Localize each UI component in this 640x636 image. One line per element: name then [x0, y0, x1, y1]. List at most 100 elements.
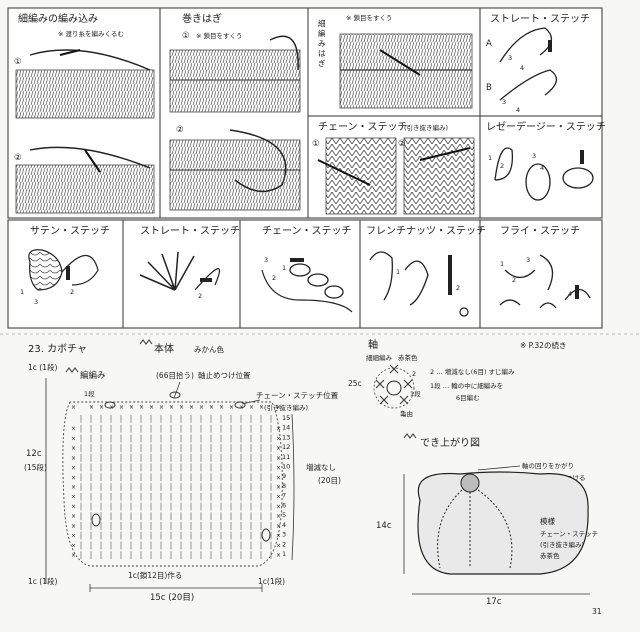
x-stitch-symbol: ×	[259, 404, 264, 411]
pumpkin-ribs	[437, 489, 513, 569]
x-stitch-symbol: ×	[159, 404, 164, 411]
crochet-swatch	[15, 164, 155, 214]
radiating-stitches	[139, 251, 195, 291]
x-stitch-symbol: ×	[119, 404, 124, 411]
step-number: 3	[508, 54, 512, 62]
row-label: 1	[282, 550, 286, 558]
hook-icon	[84, 149, 101, 173]
needle-icon	[575, 285, 579, 299]
x-stitch-symbol: ×	[71, 404, 76, 411]
hook-icon	[419, 147, 471, 161]
loop-path	[525, 163, 551, 201]
x-stitch-symbol: ×	[71, 465, 76, 472]
x-stitch-symbol: ×	[276, 542, 281, 549]
page-number: 31	[592, 607, 602, 616]
row-label: 8	[282, 482, 286, 490]
x-stitch-symbol: ×	[71, 503, 76, 510]
step-number: 4	[568, 290, 572, 298]
bottom-width: 15c (20目)	[150, 593, 194, 603]
step-number: 3	[526, 256, 530, 264]
x-stitch-symbol: ×	[276, 503, 281, 510]
step-1-marker: ①	[182, 31, 190, 41]
panel-title-char: み	[318, 39, 326, 48]
panel-title-char: は	[318, 49, 326, 58]
pattern-note-c: (引き抜き編み)	[540, 540, 584, 549]
panel-title: フレンチナッツ・ステッチ	[366, 225, 486, 237]
chain-position-sub: (引き抜き編み)	[264, 403, 308, 412]
row-label: 14	[282, 424, 290, 432]
panel-title-char: ぎ	[318, 58, 326, 68]
panel-french-knot: フレンチナッツ・ステッチ 1 2	[366, 225, 486, 317]
stem-attach: 亀由	[400, 409, 413, 418]
step-2-marker: ②	[14, 153, 22, 163]
stem-round-outline	[373, 367, 415, 409]
yarn-strand	[29, 146, 151, 169]
row-label: 3	[282, 531, 286, 539]
row-label: 15	[282, 414, 290, 422]
yarn-strand	[539, 254, 554, 291]
x-stitch-symbol: ×	[276, 404, 281, 411]
x-stitch-symbol: ×	[71, 552, 76, 559]
stem-icon	[460, 473, 480, 493]
step-number: 2	[272, 274, 276, 282]
row-label: 12	[282, 443, 290, 451]
x-stitch-symbol: ×	[139, 404, 144, 411]
step-number: 4	[516, 106, 520, 114]
step-number: 1	[396, 268, 400, 276]
x-stitch-symbol: ×	[71, 445, 76, 452]
panel-title-char: 編	[318, 28, 326, 38]
x-stitch-symbol: ×	[229, 404, 234, 411]
stem-note-a: 軸の回りをかがり	[522, 461, 574, 470]
row-label: 5	[282, 511, 286, 519]
step-number: 2	[70, 288, 74, 296]
x-stitch-symbol: ×	[189, 404, 194, 411]
x-stitch-symbol: ×	[169, 404, 174, 411]
pumpkin-shape	[417, 471, 589, 575]
x-stitch-symbol: ×	[276, 513, 281, 520]
panel-title: フライ・ステッチ	[500, 225, 580, 237]
x-stitch-symbol: ×	[129, 404, 134, 411]
x-stitch-symbol: ×	[219, 404, 224, 411]
yarn-strand	[229, 129, 287, 193]
step-number: 2	[512, 276, 516, 284]
panel-title-char: 細	[318, 18, 326, 28]
yarn-strand	[369, 251, 393, 301]
stem-note-b: つける	[566, 474, 586, 482]
step-number: 2	[198, 292, 202, 300]
wavy-icon	[65, 367, 79, 373]
panel-note: ※ 鎖目をすくう	[346, 13, 392, 22]
stem-note-row1b: 6目編む	[456, 393, 480, 402]
body-color: みかん色	[194, 344, 224, 354]
chart-outline	[62, 401, 283, 567]
pattern-note-a: 模様	[540, 516, 555, 526]
leader-line	[477, 465, 521, 471]
bottom-right-dim: 1c(1段)	[258, 576, 285, 586]
yarn-strand	[29, 49, 151, 71]
step-number: 3	[502, 98, 506, 106]
x-stitch-symbol: ×	[89, 404, 94, 411]
row-label: 9	[282, 472, 286, 480]
chain-links	[289, 263, 344, 299]
row-label: 2	[282, 540, 286, 548]
row-label: 13	[282, 433, 290, 441]
stem-row-1: 1段	[410, 389, 421, 398]
needle-icon	[580, 150, 584, 164]
stem-note-row2: 2 … 増減なし(6目) すじ編み	[430, 367, 515, 376]
panel-title: レゼーデージー・ステッチ	[486, 120, 606, 133]
dim-rows: (15段)	[24, 462, 47, 472]
body-heading: 本体 みかん色	[139, 339, 224, 355]
step-number: 2	[500, 162, 504, 170]
variant-b-label: B	[486, 83, 492, 93]
panel-straight-stitch-bottom: ストレート・ステッチ 1 2	[139, 225, 240, 300]
x-stitch-symbol: ×	[276, 474, 281, 481]
stem-section: 軸 細細編み 赤茶色 ※ P.32の続き 25c 2 1段 亀由 2 … 増減な…	[348, 338, 566, 418]
crochet-swatch	[15, 69, 155, 119]
x-stitch-symbol: ×	[71, 484, 76, 491]
x-stitch-symbol: ×	[276, 435, 281, 442]
x-stitch-symbol: ×	[179, 404, 184, 411]
yarn-strand	[61, 254, 99, 286]
crochet-swatch	[169, 139, 301, 211]
x-stitch-symbol: ×	[276, 426, 281, 433]
wavy-icon	[139, 339, 153, 345]
